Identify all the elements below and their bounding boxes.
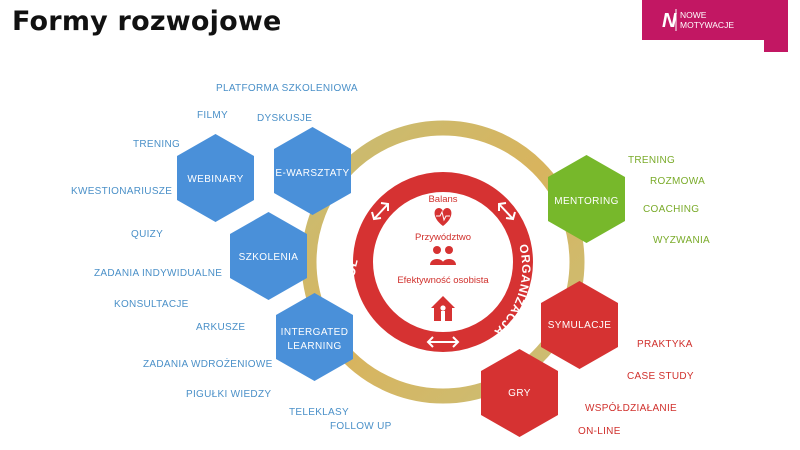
- label-coaching: COACHING: [643, 204, 699, 215]
- center-efektywnosc: Efektywność osobista: [397, 275, 489, 286]
- hex-gry-label: GRY: [508, 388, 531, 399]
- label-zadania-indywidualne: ZADANIA INDYWIDUALNE: [94, 268, 222, 279]
- label-filmy: FILMY: [197, 110, 228, 121]
- label-follow-up: FOLLOW UP: [330, 421, 392, 432]
- hex-webinary-label: WEBINARY: [187, 174, 243, 185]
- hex-intergated-learning: [276, 293, 353, 381]
- label-trening-green: TRENING: [628, 155, 675, 166]
- house-icon: [431, 296, 455, 321]
- page-title: Formy rozwojowe: [12, 6, 282, 37]
- outer-ring: [301, 120, 585, 404]
- label-arkusze: ARKUSZE: [196, 322, 245, 333]
- label-rozmowa: ROZMOWA: [650, 176, 705, 187]
- arrow-upper-left-icon: [371, 202, 389, 221]
- hex-gry: [481, 349, 558, 437]
- hex-symulacje: [541, 281, 618, 369]
- hex-mentoring: [548, 155, 625, 243]
- label-platforma-szkoleniowa: PLATFORMA SZKOLENIOWA: [216, 83, 358, 94]
- hex-webinary: [177, 134, 254, 222]
- hex-e-warsztaty: [274, 127, 351, 215]
- logo-line2: MOTYWACJE: [680, 20, 734, 30]
- label-pigulki-wiedzy: PIGUŁKI WIEDZY: [186, 389, 271, 400]
- label-kwestionariusze: KWESTIONARIUSZE: [71, 186, 172, 197]
- label-teleklasy: TELEKLASY: [289, 407, 349, 418]
- center-balans: Balans: [428, 194, 457, 205]
- label-dyskusje: DYSKUSJE: [257, 113, 312, 124]
- heart-icon: [434, 208, 452, 226]
- people-icon: [430, 246, 456, 265]
- label-wyzwania: WYZWANIA: [653, 235, 710, 246]
- label-konsultacje: KONSULTACJE: [114, 299, 189, 310]
- outer-ring-label: WSPARCIE WDROŻENIA: [369, 84, 524, 124]
- hex-szkolenia-label: SZKOLENIA: [239, 252, 299, 263]
- logo-mark: N: [662, 10, 677, 32]
- arrow-bottom-icon: [426, 336, 460, 348]
- label-wspoldzialanie: WSPÓŁDZIAŁANIE: [585, 401, 677, 414]
- label-case-study: CASE STUDY: [627, 371, 694, 382]
- logo-line1: NOWE: [680, 10, 707, 20]
- label-trening-blue: TRENING: [133, 139, 180, 150]
- inner-ring-left: ZESPÓŁ: [343, 257, 362, 314]
- nowe-motywacje-logo: N NOWE MOTYWACJE: [642, 0, 788, 52]
- arrow-upper-right-icon: [498, 202, 516, 221]
- center-przywodztwo: Przywództwo: [415, 232, 471, 243]
- label-zadania-wdrozeniowe: ZADANIA WDROŻENIOWE: [143, 357, 273, 370]
- hex-mentoring-label: MENTORING: [554, 196, 619, 207]
- label-praktyka: PRAKTYKA: [637, 339, 693, 350]
- label-on-line: ON-LINE: [578, 426, 621, 437]
- hex-e-warsztaty-label: E-WARSZTATY: [275, 168, 349, 179]
- hex-intergated-label-2: LEARNING: [287, 341, 341, 352]
- hex-szkolenia: [230, 212, 307, 300]
- hex-symulacje-label: SYMULACJE: [548, 320, 612, 331]
- label-quizy: QUIZY: [131, 229, 163, 240]
- hex-intergated-label-1: INTERGATED: [281, 327, 349, 338]
